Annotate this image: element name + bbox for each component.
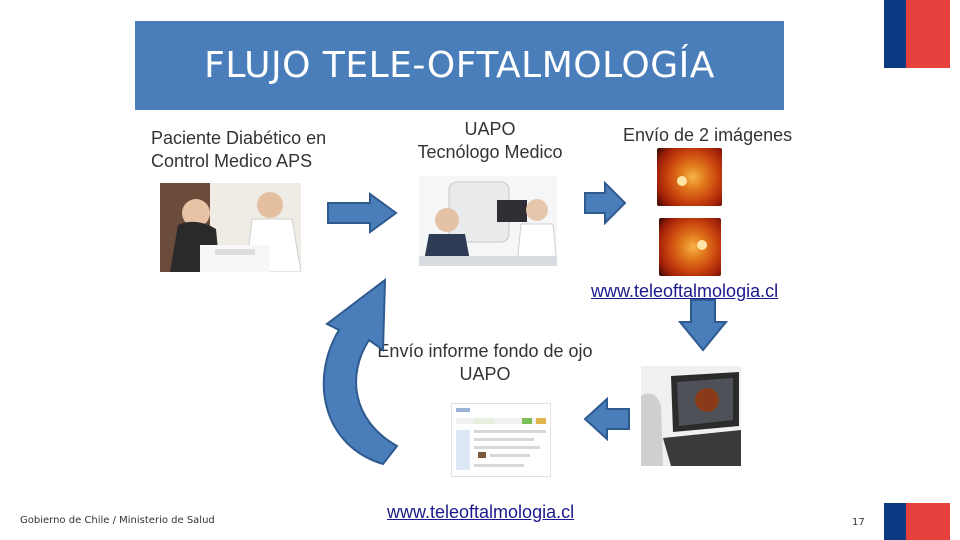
teleoftalmologia-link-top[interactable]: www.teleoftalmologia.cl <box>591 281 779 301</box>
arrow-right-icon <box>584 181 627 225</box>
laptop-review-photo <box>641 366 741 466</box>
curved-return-arrow-icon <box>322 277 399 466</box>
arrow-left-icon <box>583 397 630 441</box>
uapo-label: UAPO Tecnólogo Medico <box>417 119 563 162</box>
chile-flag-bottom <box>884 503 950 540</box>
retinal-camera-exam-photo <box>419 176 557 266</box>
teleoftalmologia-link-bottom[interactable]: www.teleoftalmologia.cl <box>387 502 575 522</box>
title-banner: FLUJO TELE-OFTALMOLOGÍA <box>135 21 784 110</box>
fundus-image-1 <box>657 148 722 206</box>
patient-label: Paciente Diabético en Control Medico APS <box>151 128 327 171</box>
slide-title: FLUJO TELE-OFTALMOLOGÍA <box>204 45 715 86</box>
patient-consultation-photo <box>160 183 301 272</box>
ministry-footer: Gobierno de Chile / Ministerio de Salud <box>20 515 215 526</box>
fundus-image-2 <box>659 218 721 276</box>
arrow-down-icon <box>678 299 728 352</box>
chile-flag-top <box>884 0 950 68</box>
arrow-right-icon <box>327 192 398 234</box>
report-label: Envío informe fondo de ojo UAPO <box>377 341 593 384</box>
report-screenshot-thumbnail <box>451 403 551 477</box>
images-sent-label: Envío de 2 imágenes <box>623 125 793 145</box>
page-number: 17 <box>852 517 865 528</box>
